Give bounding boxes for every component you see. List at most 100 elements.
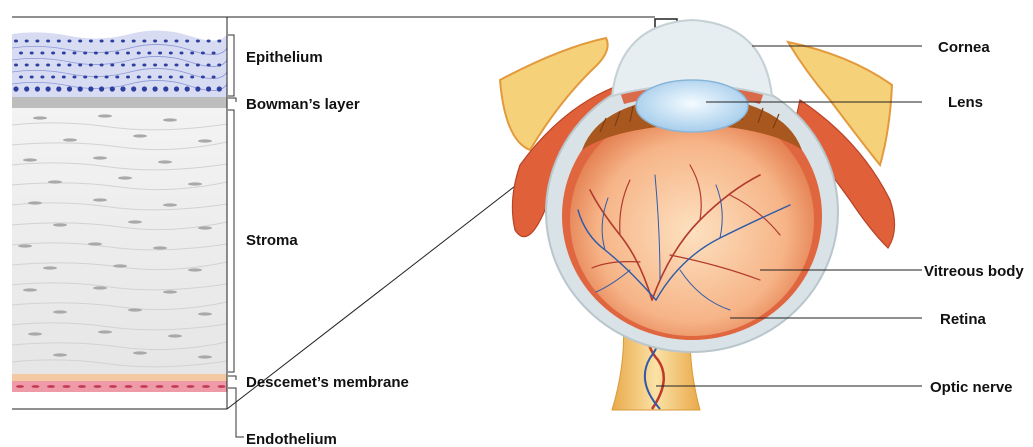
epithelial-cell-nucleus bbox=[67, 86, 72, 91]
epithelial-cell-nucleus bbox=[120, 86, 125, 91]
epithelial-cell-nucleus bbox=[158, 76, 162, 79]
endothelial-cell-nucleus bbox=[63, 385, 71, 388]
label-retina: Retina bbox=[940, 311, 987, 328]
epithelial-cell-nucleus bbox=[207, 40, 211, 43]
epithelial-cell-nucleus bbox=[30, 52, 34, 55]
epithelial-cell-nucleus bbox=[110, 86, 115, 91]
epithelial-cell-nucleus bbox=[35, 86, 40, 91]
epithelial-cell-nucleus bbox=[201, 52, 205, 55]
endothelial-cell-nucleus bbox=[156, 385, 164, 388]
epithelial-cell-nucleus bbox=[121, 40, 125, 43]
epithelial-cell-nucleus bbox=[83, 76, 87, 79]
epithelial-cell-nucleus bbox=[185, 86, 190, 91]
epithelial-cell-nucleus bbox=[105, 76, 109, 79]
epithelial-cell-nucleus bbox=[100, 40, 104, 43]
endothelial-cell-nucleus bbox=[16, 385, 24, 388]
epithelial-cell-nucleus bbox=[180, 52, 184, 55]
label-vitreous-body: Vitreous body bbox=[924, 263, 1024, 280]
epithelial-cell-nucleus bbox=[68, 64, 72, 67]
epithelial-cell-nucleus bbox=[158, 52, 162, 55]
epithelial-cell-nucleus bbox=[73, 52, 77, 55]
epithelial-cell-nucleus bbox=[83, 52, 87, 55]
epithelial-cell-nucleus bbox=[73, 76, 77, 79]
epithelial-cell-nucleus bbox=[13, 86, 18, 91]
label-bowmans-layer: Bowman’s layer bbox=[246, 96, 360, 113]
epithelial-cell-nucleus bbox=[57, 64, 61, 67]
epithelial-cell-nucleus bbox=[185, 40, 189, 43]
epithelial-cell-nucleus bbox=[164, 40, 168, 43]
epithelial-cell-nucleus bbox=[25, 40, 29, 43]
epithelial-cell-nucleus bbox=[147, 52, 151, 55]
endothelial-cell-nucleus bbox=[125, 385, 133, 388]
epithelial-cell-nucleus bbox=[137, 52, 141, 55]
epithelial-cell-nucleus bbox=[195, 86, 200, 91]
epithelial-cell-nucleus bbox=[19, 76, 23, 79]
epithelial-cell-nucleus bbox=[175, 40, 179, 43]
label-lens: Lens bbox=[948, 94, 983, 111]
epithelial-cell-nucleus bbox=[62, 76, 66, 79]
epithelial-cell-nucleus bbox=[137, 76, 141, 79]
endothelial-cell-nucleus bbox=[47, 385, 55, 388]
epithelial-cell-nucleus bbox=[217, 64, 221, 67]
epithelial-cell-nucleus bbox=[25, 64, 29, 67]
label-cornea: Cornea bbox=[938, 39, 990, 56]
epithelial-cell-nucleus bbox=[19, 52, 23, 55]
label-endothelium: Endothelium bbox=[246, 431, 337, 447]
epithelial-cell-nucleus bbox=[40, 52, 44, 55]
epithelial-cell-nucleus bbox=[14, 64, 18, 67]
endothelial-cell-nucleus bbox=[140, 385, 148, 388]
epithelial-cell-nucleus bbox=[132, 64, 136, 67]
epithelial-cell-nucleus bbox=[14, 40, 18, 43]
endothelium-layer bbox=[12, 381, 227, 392]
epithelial-cell-nucleus bbox=[89, 40, 93, 43]
endothelial-cell-nucleus bbox=[94, 385, 102, 388]
bowmans-layer bbox=[12, 97, 227, 108]
epithelial-cell-nucleus bbox=[24, 86, 29, 91]
epithelial-cell-nucleus bbox=[35, 40, 39, 43]
epithelial-cell-nucleus bbox=[110, 40, 114, 43]
epithelial-cell-nucleus bbox=[110, 64, 114, 67]
epithelial-cell-nucleus bbox=[30, 76, 34, 79]
label-descemets-membrane: Descemet’s membrane bbox=[246, 374, 409, 391]
epithelial-cell-nucleus bbox=[212, 52, 216, 55]
epithelial-cell-nucleus bbox=[147, 76, 151, 79]
epithelial-cell-nucleus bbox=[169, 52, 173, 55]
cornea-cross-section bbox=[12, 17, 227, 409]
epithelial-cell-nucleus bbox=[142, 64, 146, 67]
epithelial-cell-nucleus bbox=[169, 76, 173, 79]
epithelial-cell-nucleus bbox=[201, 76, 205, 79]
epithelial-cell-nucleus bbox=[35, 64, 39, 67]
epithelial-cell-nucleus bbox=[46, 86, 51, 91]
epithelial-cell-nucleus bbox=[78, 86, 83, 91]
epithelial-cell-nucleus bbox=[62, 52, 66, 55]
epithelial-cell-nucleus bbox=[163, 86, 168, 91]
epithelial-cell-nucleus bbox=[51, 76, 55, 79]
epithelial-cell-nucleus bbox=[46, 64, 50, 67]
epithelial-cell-nucleus bbox=[94, 52, 98, 55]
epithelial-cell-nucleus bbox=[105, 52, 109, 55]
epithelial-cell-nucleus bbox=[196, 40, 200, 43]
descemets-membrane-layer bbox=[12, 374, 227, 381]
endothelial-cell-nucleus bbox=[218, 385, 226, 388]
vitreous-body bbox=[570, 104, 814, 336]
epithelial-cell-nucleus bbox=[115, 52, 119, 55]
epithelial-cell-nucleus bbox=[126, 76, 130, 79]
endothelial-cell-nucleus bbox=[187, 385, 195, 388]
epithelial-cell-nucleus bbox=[196, 64, 200, 67]
eyeball-illustration bbox=[500, 20, 895, 410]
epithelial-cell-nucleus bbox=[68, 40, 72, 43]
epithelial-cell-nucleus bbox=[174, 86, 179, 91]
endothelial-cell-nucleus bbox=[171, 385, 179, 388]
label-stroma: Stroma bbox=[246, 232, 298, 249]
endothelial-cell-nucleus bbox=[202, 385, 210, 388]
epithelial-cell-nucleus bbox=[40, 76, 44, 79]
endothelial-cell-nucleus bbox=[109, 385, 117, 388]
epithelial-cell-nucleus bbox=[78, 64, 82, 67]
epithelial-cell-nucleus bbox=[51, 52, 55, 55]
epithelial-cell-nucleus bbox=[207, 64, 211, 67]
epithelial-cell-nucleus bbox=[164, 64, 168, 67]
epithelial-cell-nucleus bbox=[78, 40, 82, 43]
epithelial-cell-nucleus bbox=[131, 86, 136, 91]
epithelial-cell-nucleus bbox=[142, 40, 146, 43]
